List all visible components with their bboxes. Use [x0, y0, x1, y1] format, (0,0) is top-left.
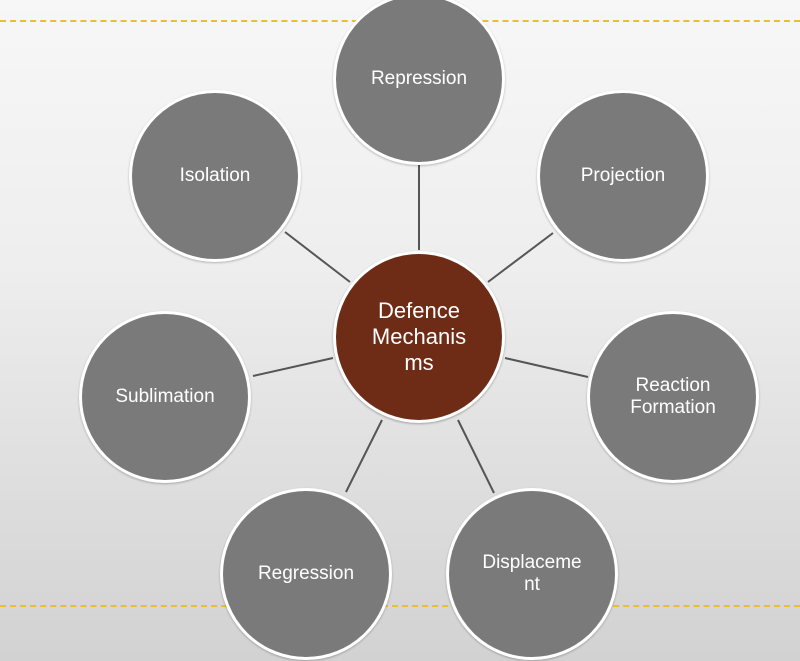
center-node-label: Defence Mechanis ms — [371, 298, 467, 375]
node-label: Repression — [370, 67, 468, 89]
node-label: Sublimation — [115, 385, 215, 407]
node-label: Displaceme nt — [482, 551, 582, 595]
node-isolation: Isolation — [129, 90, 301, 262]
node-displacement: Displaceme nt — [446, 488, 618, 660]
node-sublimation: Sublimation — [79, 311, 251, 483]
node-reaction-formation: Reaction Formation — [587, 311, 759, 483]
connector-reaction-formation — [504, 357, 589, 378]
node-repression: Repression — [333, 0, 505, 165]
connector-displacement — [457, 419, 495, 494]
bottom-dashed-guide — [0, 605, 800, 607]
node-projection: Projection — [537, 90, 709, 262]
center-node-defence-mechanisms: Defence Mechanis ms — [333, 251, 505, 423]
node-label: Regression — [257, 562, 355, 584]
node-label: Projection — [580, 164, 666, 186]
node-label: Isolation — [179, 164, 251, 186]
node-label: Reaction Formation — [630, 374, 716, 418]
connector-projection — [487, 232, 554, 283]
connector-regression — [345, 419, 383, 493]
connector-isolation — [284, 231, 351, 283]
node-regression: Regression — [220, 488, 392, 660]
connector-sublimation — [252, 357, 334, 377]
